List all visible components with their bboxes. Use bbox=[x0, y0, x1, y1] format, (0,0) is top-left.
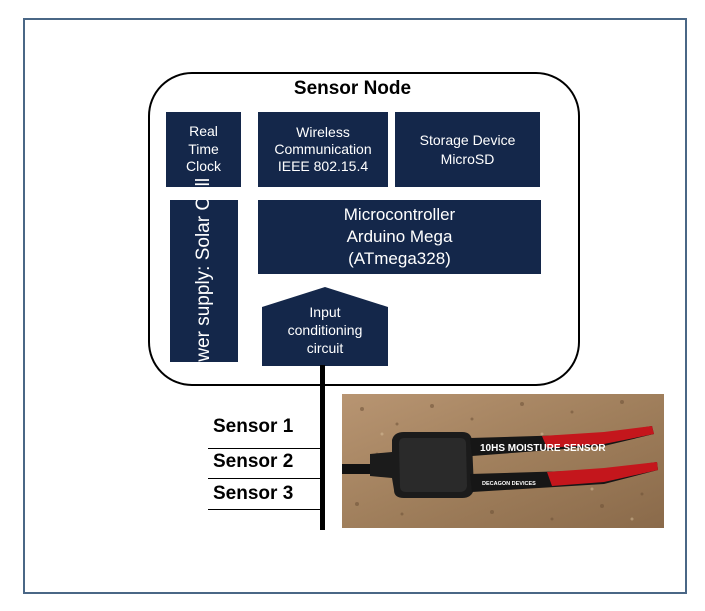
power-supply-label: Power supply: Solar Cell bbox=[192, 177, 214, 385]
input-conditioning-label: Input conditioning circuit bbox=[287, 304, 363, 357]
sensor-2-label: Sensor 2 bbox=[213, 451, 294, 472]
power-supply-block: Power supply: Solar Cell bbox=[170, 178, 238, 384]
sensor-brand-text: DECAGON DEVICES bbox=[482, 481, 536, 487]
input-conditioning-block bbox=[262, 287, 388, 366]
sensor-divider bbox=[208, 448, 322, 449]
wireless-block: Wireless Communication IEEE 802.15.4 bbox=[258, 112, 388, 187]
sensor-divider bbox=[208, 509, 322, 510]
sensor-model-text: 10HS MOISTURE SENSOR bbox=[480, 443, 606, 454]
sensor-cable bbox=[320, 365, 325, 530]
microcontroller-block: Microcontroller Arduino Mega (ATmega328) bbox=[258, 200, 541, 274]
sensor-3-label: Sensor 3 bbox=[213, 483, 294, 504]
sensor-divider bbox=[208, 478, 322, 479]
storage-block: Storage Device MicroSD bbox=[395, 112, 540, 187]
sensor-1-label: Sensor 1 bbox=[213, 416, 294, 437]
moisture-sensor-photo: 10HS MOISTURE SENSOR DECAGON DEVICES bbox=[342, 394, 664, 528]
sensor-node-title: Sensor Node bbox=[293, 78, 412, 99]
rtc-block: Real Time Clock bbox=[166, 112, 241, 187]
